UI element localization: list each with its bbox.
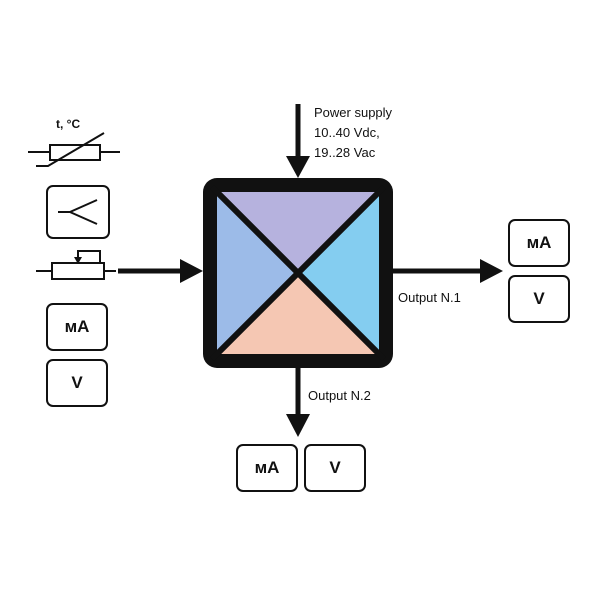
converter-block (203, 178, 393, 368)
converter-diagonal-2 (209, 184, 387, 362)
input-current-box: мА (46, 303, 108, 351)
output1-arrow (393, 259, 503, 283)
output1-voltage-box: V (508, 275, 570, 323)
temperature-sensor-icon (28, 132, 120, 167)
power-supply-label: Power supply (314, 105, 393, 120)
right-triangle (298, 192, 379, 354)
left-triangle (217, 192, 298, 354)
bottom-triangle (217, 273, 379, 354)
thermocouple-icon (46, 185, 110, 239)
power-supply-dc-range: 10..40 Vdc, (314, 125, 380, 140)
input-voltage-box: V (46, 359, 108, 407)
power-supply-ac-range: 19..28 Vac (314, 145, 376, 160)
output2-label: Output N.2 (308, 388, 371, 403)
power-supply-arrow (286, 104, 310, 178)
output1-current-box: мА (508, 219, 570, 267)
input-arrow (118, 259, 203, 283)
temperature-label: t, °C (56, 117, 81, 131)
output2-arrow (286, 368, 310, 437)
output2-voltage-box: V (304, 444, 366, 492)
top-triangle (217, 192, 379, 273)
output1-label: Output N.1 (398, 290, 461, 305)
output2-current-box: мА (236, 444, 298, 492)
potentiometer-icon (36, 250, 116, 280)
